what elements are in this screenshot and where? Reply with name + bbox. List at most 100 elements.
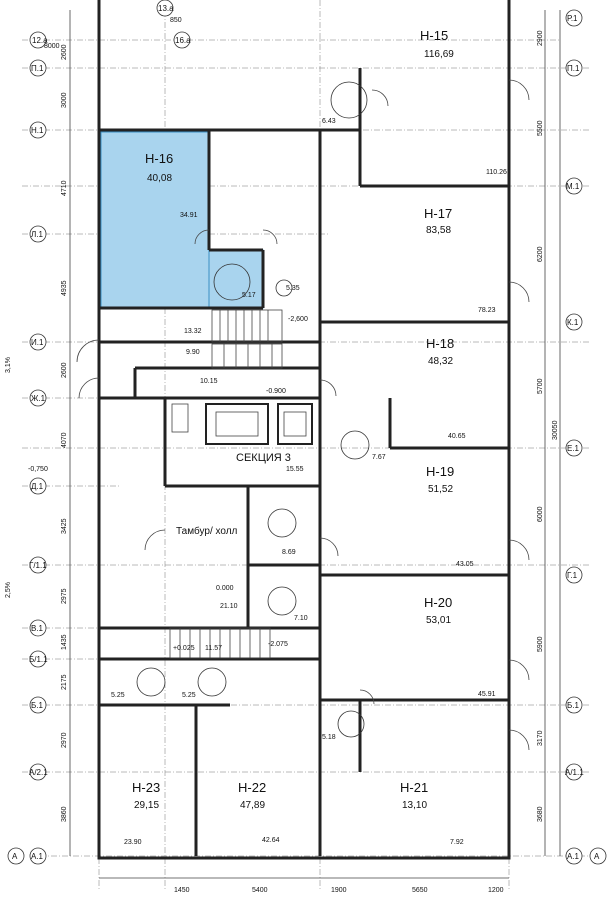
common-labels: СЕКЦИЯ 3 15.55 Тамбур/ холл 0.000 21.10 (176, 452, 304, 610)
level-mark: -0.900 (266, 388, 286, 395)
sub-area: 110.26 (486, 169, 507, 176)
dimension: 2975 (61, 588, 68, 604)
axis-label: К.1 (567, 318, 579, 327)
unit-n16-fill (100, 131, 210, 309)
axis-label: Е.1 (567, 444, 580, 453)
sub-area: 7.10 (294, 615, 308, 622)
level-mark: -2,600 (288, 316, 308, 323)
axis-label: А/1.1 (565, 768, 584, 777)
dimension: 4710 (61, 180, 68, 196)
sub-area: 34.91 (180, 212, 198, 219)
dimension: 4935 (61, 280, 68, 296)
sub-area: 5.35 (286, 285, 300, 292)
dimension: 5500 (537, 120, 544, 136)
top-axis-bubbles: 16.а 13.а (156, 0, 191, 49)
axis-label: 16.а (175, 36, 191, 45)
sub-area: 11.57 (205, 645, 222, 652)
dimension: 1450 (174, 887, 190, 894)
left-axis-bubbles: 12.а П.1 Н.1 Л.1 И.1 Ж.1 Д.1 Г/1.1 В.1 Б… (7, 31, 48, 865)
sub-area: 9.90 (186, 349, 200, 356)
sub-area: 7.92 (450, 839, 464, 846)
dimension: 6200 (537, 246, 544, 262)
sub-area: 5.25 (111, 692, 125, 699)
wheelchair-symbols (136, 81, 370, 738)
sub-area: 5.17 (242, 292, 256, 299)
dimension: 1900 (331, 887, 347, 894)
unit-code: Н-23 (132, 780, 160, 795)
dimension: 2900 (537, 30, 544, 46)
dimension: 5400 (252, 887, 268, 894)
section-area: 15.55 (286, 466, 304, 473)
axis-label: Ж.1 (31, 394, 46, 403)
dimension: 1435 (61, 634, 68, 650)
dimension: 8000 (44, 43, 60, 50)
unit-n16-bath-fill (208, 249, 264, 309)
axis-label: 13.а (158, 4, 174, 13)
axis-label: А.1 (567, 852, 580, 861)
level-mark: -2.075 (268, 641, 288, 648)
vestibule-area: 21.10 (220, 603, 238, 610)
axis-label: В.1 (31, 624, 44, 633)
dimension: 5900 (537, 636, 544, 652)
vestibule-level: 0.000 (216, 585, 234, 592)
sub-area: 5.18 (322, 734, 336, 741)
left-dimensions: 2600 3000 4710 4935 2600 4070 3425 2975 … (61, 10, 71, 856)
unit-area: 83,58 (426, 225, 451, 236)
bottom-dimensions: 1450 5400 1900 5650 1200 (99, 877, 509, 894)
sub-area: 40.65 (448, 433, 466, 440)
axis-label: И.1 (31, 338, 44, 347)
axis-label: Б/1.1 (29, 655, 48, 664)
unit-area: 116,69 (424, 49, 454, 60)
dimension: 2175 (61, 674, 68, 690)
sub-area: 23.90 (124, 839, 142, 846)
sub-area: 42.64 (262, 837, 280, 844)
axis-label: 12.а (32, 36, 48, 45)
stairs (169, 309, 283, 659)
sub-area: 8.69 (282, 549, 296, 556)
unit-labels: Н-15 116,69 Н-16 40,08 Н-17 83,58 Н-18 4… (132, 28, 454, 811)
elevator-shafts (171, 403, 313, 445)
top-dimensions: 8000 850 (44, 17, 182, 50)
axis-label: Г.1 (567, 571, 578, 580)
overall-dimension: 30050 (552, 420, 559, 440)
dimension: 3170 (537, 730, 544, 746)
axis-label: Г/1.1 (29, 561, 47, 570)
sub-area: 43.05 (456, 561, 474, 568)
dimension: 850 (170, 17, 182, 24)
dimension: 2600 (61, 44, 68, 60)
sub-area: 13.32 (184, 328, 202, 335)
axis-label: Д.1 (31, 482, 44, 491)
unit-area: 29,15 (134, 800, 159, 811)
dimension: 4070 (61, 432, 68, 448)
sub-area: 78.23 (478, 307, 496, 314)
axis-label: А.1 (31, 852, 44, 861)
dimension: 5700 (537, 378, 544, 394)
unit-code: Н-20 (424, 595, 452, 610)
axis-label: А/2.1 (29, 768, 48, 777)
axis-label: Л.1 (31, 230, 43, 239)
dimension: 2970 (61, 732, 68, 748)
sub-area: 45.91 (478, 691, 496, 698)
dimension: 3425 (61, 518, 68, 534)
level-mark: +0.025 (173, 645, 195, 652)
axis-label: Б.1 (567, 701, 579, 710)
unit-code: Н-19 (426, 464, 454, 479)
exterior-walls (97, 0, 511, 860)
unit-code: Н-16 (145, 151, 173, 166)
sub-area: 10.15 (200, 378, 218, 385)
slope-mark: 3,1% (5, 357, 12, 373)
door-swings (76, 79, 530, 751)
slope-mark: 2,5% (5, 582, 12, 598)
dimension: 3000 (61, 92, 68, 108)
sub-area: 7.67 (372, 454, 386, 461)
unit-code: Н-21 (400, 780, 428, 795)
axis-label: П.1 (567, 64, 580, 73)
section-label: СЕКЦИЯ 3 (236, 452, 291, 464)
axis-label: Р.1 (567, 14, 578, 23)
unit-area: 13,10 (402, 800, 427, 811)
sub-area: 6.43 (322, 118, 336, 125)
axis-label: А (12, 852, 18, 861)
dimension: 3680 (537, 806, 544, 822)
right-axis-bubbles: Р.1 П.1 М.1 К.1 Е.1 Г.1 Б.1 А/1.1 А.1 А (565, 9, 607, 865)
